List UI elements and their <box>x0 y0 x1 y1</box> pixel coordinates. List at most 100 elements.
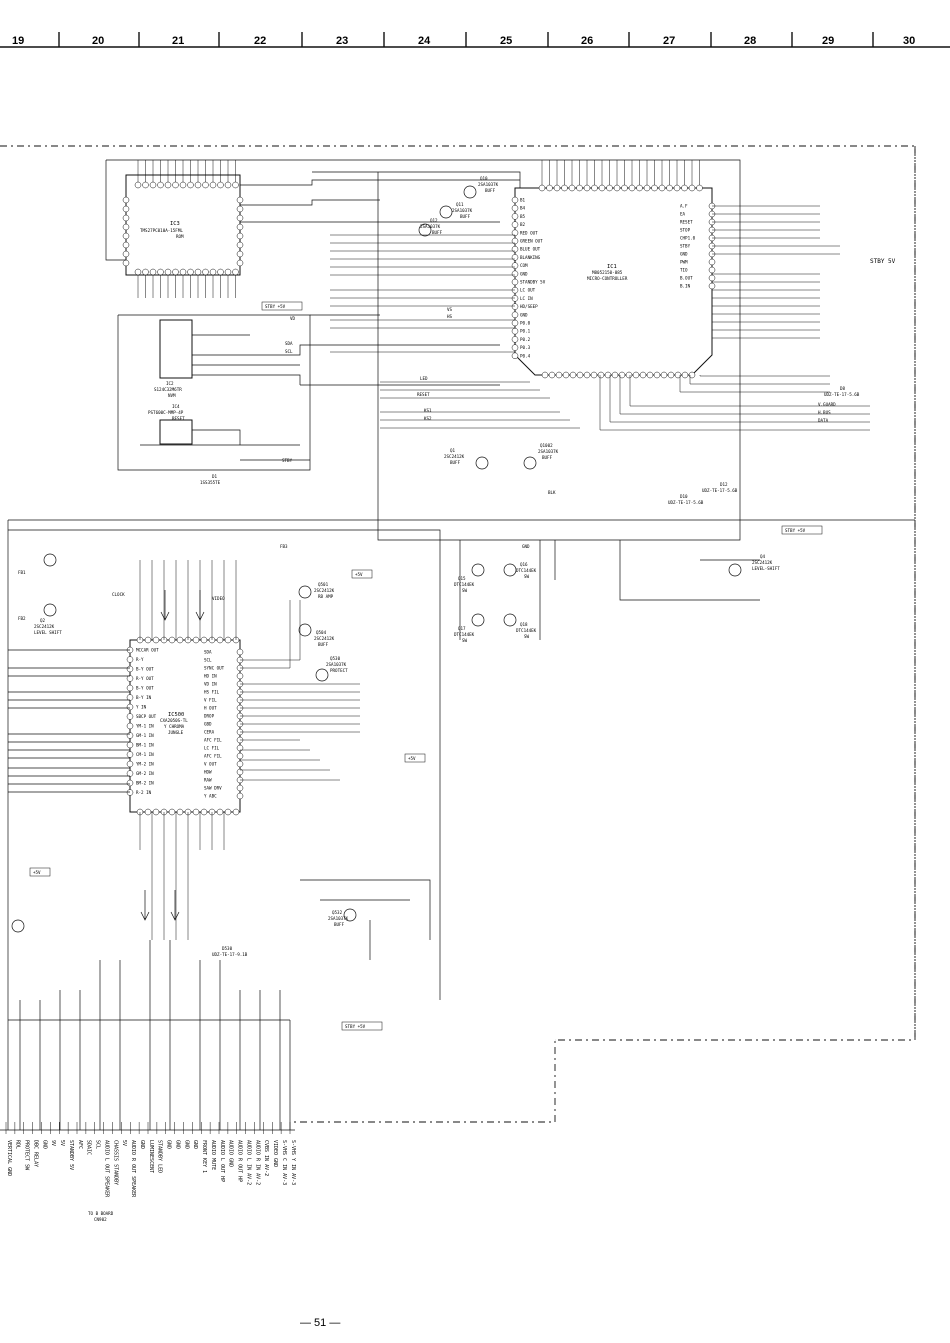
ic500-right-pin-label: GBD <box>204 722 212 727</box>
ic1-top-pin <box>688 184 696 192</box>
ic3-pin <box>122 223 130 231</box>
ic1-top-pin <box>553 184 561 192</box>
ic1-top-pin <box>591 184 598 192</box>
ic1-left-pin <box>511 278 519 286</box>
ic500-bottom-pin <box>192 808 200 816</box>
ic500-top-pin <box>144 636 152 644</box>
ic1-left-pin <box>511 221 519 228</box>
ic500-bottom-pin <box>176 808 184 816</box>
ic3-pin <box>236 205 244 213</box>
ic500-right-pin-label: RAW <box>204 778 212 783</box>
ic1-top-pin <box>643 184 651 192</box>
ic1-top-pin <box>583 184 591 192</box>
ruler-col-27: 27 <box>663 35 675 47</box>
q1-part: 2SC2412K <box>444 454 465 459</box>
ic500-top-pin <box>224 636 232 644</box>
q501-role: RB AMP <box>318 594 334 599</box>
ic2-type: NVM <box>168 393 176 398</box>
ic500-right-pin-label: VD IN <box>204 682 217 687</box>
connector-pin-label: STANDBY LED <box>157 1140 163 1173</box>
ruler-col-22: 22 <box>254 35 266 47</box>
ic500-left-pin-label: GM-2 IN <box>136 771 154 776</box>
connector-pin-label: 5V <box>121 1140 127 1146</box>
ic500-left-pin-label: B-Y OUT <box>136 667 154 672</box>
ic1-left-pin <box>511 311 519 319</box>
ic500-left-pin <box>126 703 134 711</box>
q12-role: BUFF <box>432 230 443 235</box>
ic500-right-pin-label: LC FIL <box>204 746 220 751</box>
ic3-pin <box>187 181 194 189</box>
q532-part: 2SA1037K <box>328 916 349 921</box>
q530-label: Q530 <box>330 656 341 661</box>
q15-part: DTC144EK <box>454 582 475 587</box>
q530-part: 2SA1037K <box>326 662 347 667</box>
ic1-left-pin-label: B1 <box>520 198 526 203</box>
q1002-role: BUFF <box>542 455 553 460</box>
ic1-right-pin-label: B.IN <box>680 284 691 289</box>
ic500-bottom-pin <box>168 808 176 816</box>
q4-role: LEVEL-SHIFT <box>752 566 780 571</box>
ic3-pin <box>164 181 172 189</box>
ic3-pin <box>236 250 244 258</box>
ic1-left-pin-label: B4 <box>520 206 526 211</box>
ic500-left-pin-label: B-Y IN <box>136 695 152 700</box>
ruler-col-28: 28 <box>744 35 756 47</box>
ic500-left-pin <box>126 675 134 682</box>
ic3-pin <box>236 196 244 204</box>
ic500-right-pin-label: H OUT <box>204 706 217 711</box>
rail-p5v-b: +5V <box>408 756 416 761</box>
ruler-col-25: 25 <box>500 35 512 47</box>
q532-role: BUFF <box>334 922 345 927</box>
rail-stby5v-d: STBY 5V <box>870 258 896 265</box>
ic500-top-pin <box>200 636 208 644</box>
ic1-top-pin <box>636 184 643 192</box>
ic500-left-pin-label: R-Y OUT <box>136 676 154 681</box>
ic3-pin <box>209 181 217 189</box>
to-board-line2: CN902 <box>94 1217 107 1222</box>
ic500-bottom-pin <box>152 808 160 816</box>
ic1-bottom-pin <box>667 371 675 379</box>
ic500-right-pin-label: SCL <box>204 658 212 663</box>
ic1-right-pin-label: B.OUT <box>680 276 693 281</box>
q4-label: Q4 <box>760 554 766 559</box>
ic1-left-pin <box>511 344 519 351</box>
ic1-left-pin <box>511 327 519 335</box>
ic1-top-pin <box>568 184 576 192</box>
ic1-left-pin <box>511 237 519 245</box>
q2-role: LEVEL SHIFT <box>34 630 62 635</box>
q18-part: DTC144EK <box>516 628 537 633</box>
ic1-right-pin-label: CHP1.0 <box>680 236 696 241</box>
net-vs: VS <box>447 307 453 312</box>
ic500-right-pin-label: DROP <box>204 714 215 719</box>
rail-stby5v-c: STBY +5V <box>345 1024 366 1029</box>
ic500-right-pin <box>236 784 244 792</box>
ic2-ref: IC2 <box>166 381 174 386</box>
net-led: LED <box>420 376 428 381</box>
ic500-bottom-pin <box>144 808 152 816</box>
ic3-pin <box>157 268 164 276</box>
ic1-right-pin-label: PWM <box>680 260 688 265</box>
wiring <box>7 159 915 1130</box>
ic1-left-pin-label: B2 <box>520 222 526 227</box>
ic3-ref: IC3 <box>170 221 180 227</box>
q504-role: BUFF <box>318 642 329 647</box>
q15-role: SW <box>462 588 468 593</box>
rail-stby5v-b: STBY +5V <box>785 528 806 533</box>
ic1-top-pin <box>598 184 606 192</box>
ic500-top-pin <box>192 636 200 644</box>
ic500-right-pin <box>236 648 244 656</box>
connector-pin-label: GND <box>41 1140 47 1149</box>
ic1-top-pin <box>606 184 613 192</box>
ic1-top-pin <box>673 184 681 192</box>
ic3-pin <box>232 268 239 276</box>
ic1-left-pin-label: HD/SEEP <box>520 304 538 309</box>
ic1-bottom-pin <box>569 371 577 379</box>
ic1-bottom-pin <box>618 371 626 379</box>
rail-p5v-c: +5V <box>33 870 41 875</box>
ic3-pin <box>122 241 130 249</box>
q10-label: Q10 <box>480 176 488 181</box>
ic3-pin <box>122 214 130 222</box>
ic2-nvm: IC2 S124C32M6TR NVM <box>154 319 193 398</box>
to-board-line1: TO B BOARD <box>88 1211 114 1216</box>
